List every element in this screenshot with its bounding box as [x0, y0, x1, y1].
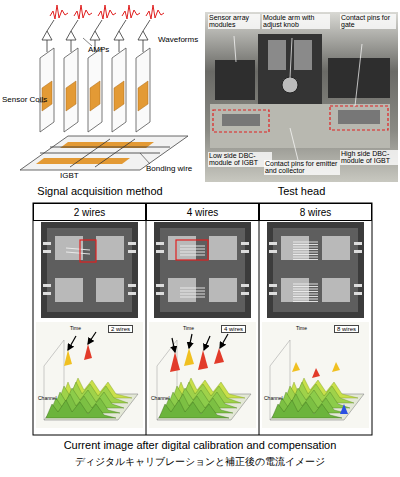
axis-label: Time — [183, 326, 194, 331]
part-label: Contact pins for gate — [340, 14, 396, 29]
axis-label: Channel — [151, 396, 170, 401]
axis-label: Channel — [264, 396, 283, 401]
panel-title: Test head — [205, 186, 398, 198]
column-header: 8 wires — [259, 203, 372, 221]
axis-label: Time — [70, 326, 81, 331]
node-text: 2 wires — [74, 207, 106, 218]
node-text: 4 wires — [187, 207, 219, 218]
part-label: Contact pins for emitter and collector — [264, 160, 340, 175]
column-header: 4 wires — [146, 203, 259, 221]
part-label: Bonding wire — [146, 165, 192, 173]
part-label: Sensor array modules — [208, 14, 260, 29]
axis-label: Time — [296, 326, 307, 331]
plot-tag: 4 wires — [221, 325, 246, 333]
part-label: Waveforms — [158, 36, 198, 44]
part-label: Low side DBC-module of IGBT — [208, 152, 272, 167]
plot-tag: 2 wires — [108, 325, 133, 333]
plot-tag: 8 wires — [334, 325, 359, 333]
column-header: 2 wires — [33, 203, 146, 221]
part-label: Module arm with adjust knob — [262, 14, 330, 29]
part-label: High side DBC-module of IGBT — [340, 150, 398, 165]
part-label: AMPs — [88, 46, 109, 54]
panel-title: Signal acquisition method — [0, 186, 200, 198]
axis-label: Channel — [38, 396, 57, 401]
part-label: Sensor Coils — [2, 96, 47, 104]
figure-caption: Current image after digital calibration … — [0, 440, 400, 452]
node-text: 8 wires — [300, 207, 332, 218]
caption-japanese: ディジタルキャリブレーションと補正後の電流イメージ — [0, 457, 400, 468]
part-label: IGBT — [60, 172, 79, 180]
